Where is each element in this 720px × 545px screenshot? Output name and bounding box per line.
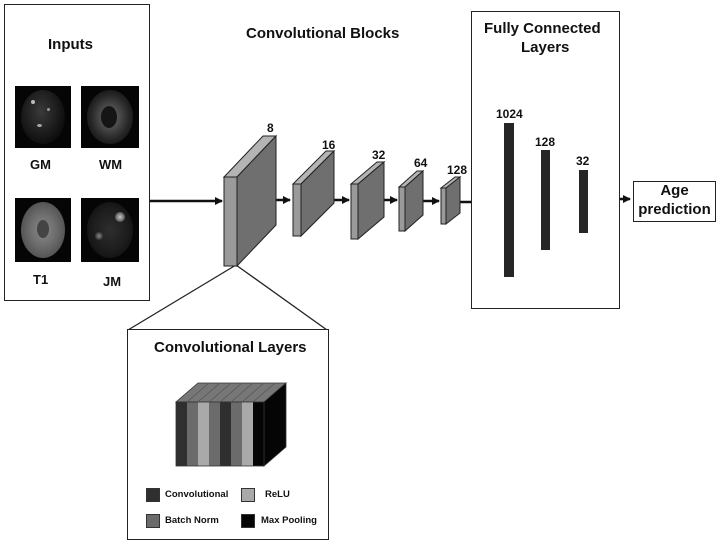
conv-blocks-title: Convolutional Blocks [246,25,400,42]
output-box [633,181,716,222]
block-2-filters: 16 [322,138,336,152]
gm-image [15,86,71,148]
fc-layer-2 [541,150,550,250]
jm-label: JM [103,274,122,289]
legend-swatch-relu [241,488,255,502]
legend-label-batch-norm: Batch Norm [165,515,219,526]
block-3-filters: 32 [372,148,386,162]
conv-layers-title: Convolutional Layers [154,339,307,356]
fc-layer-1 [504,123,514,277]
zoom-line-left [127,264,237,331]
inputs-title: Inputs [48,36,93,53]
conv-block-5 [439,175,462,226]
conv-block-2 [291,149,336,238]
conv-block-3 [349,160,386,241]
fc-3-units: 32 [576,154,590,168]
block-4-filters: 64 [414,156,428,170]
t1-label: T1 [33,272,49,287]
fc-title-line1: Fully Connected [484,20,601,37]
wm-image [81,86,139,148]
legend-label-relu: ReLU [265,489,290,500]
legend-label-max-pooling: Max Pooling [261,515,317,526]
t1-image [15,198,71,262]
conv-block-1 [222,134,278,268]
block-1-filters: 8 [267,121,274,135]
block-5-filters: 128 [447,163,468,177]
gm-label: GM [30,157,51,172]
output-line2: prediction [638,201,711,218]
conv-block-4 [397,169,425,233]
wm-label: WM [99,157,123,172]
legend-swatch-convolutional [146,488,160,502]
legend-swatch-max-pooling [241,514,255,528]
output-line1: Age [660,182,689,199]
fc-layer-3 [579,170,588,233]
fc-title-line2: Layers [521,39,570,56]
jm-image [81,198,139,262]
legend-swatch-batch-norm [146,514,160,528]
zoom-line-right [235,264,328,331]
legend-label-convolutional: Convolutional [165,489,229,500]
fc-2-units: 128 [535,135,556,149]
fc-1-units: 1024 [496,107,523,121]
